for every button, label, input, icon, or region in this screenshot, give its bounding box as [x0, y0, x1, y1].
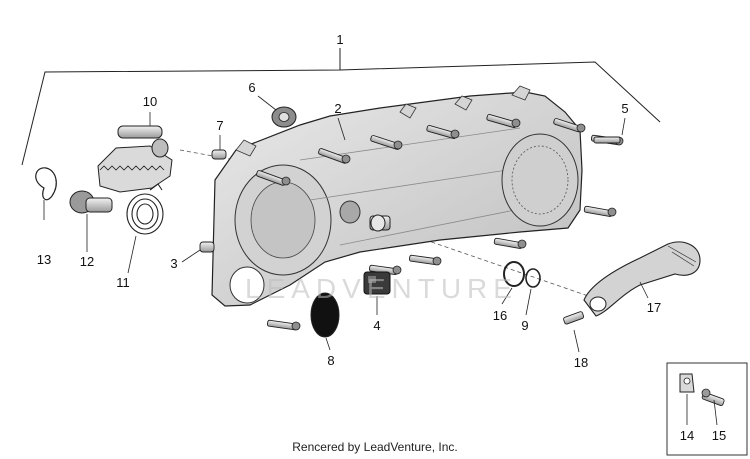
starter-pinion [69, 190, 113, 214]
callout-14: 14 [680, 428, 694, 443]
snap-ring [525, 268, 541, 288]
callout-6: 6 [248, 80, 255, 95]
callout-3: 3 [170, 256, 177, 271]
oil-seal [271, 106, 297, 128]
kickstart-lever [583, 241, 701, 317]
kickstart-gear [97, 125, 173, 193]
callout-1: 1 [336, 32, 343, 47]
inset-box [666, 362, 748, 456]
assembly-bracket [21, 48, 661, 166]
dowel-pin-lower [199, 241, 215, 253]
callout-15: 15 [712, 428, 726, 443]
screw [701, 388, 725, 406]
transmission-cover [211, 85, 583, 307]
kickstart-spring [126, 183, 164, 235]
callout-16: 16 [493, 308, 507, 323]
pinch-bolt [563, 311, 585, 325]
rubber-block [363, 271, 391, 295]
callout-2: 2 [334, 101, 341, 116]
callout-18: 18 [574, 355, 588, 370]
cover-bolt [593, 136, 621, 144]
callout-4: 4 [373, 318, 380, 333]
washer [503, 261, 525, 287]
callout-17: 17 [647, 300, 661, 315]
footer-credit: Rencered by LeadVenture, Inc. [292, 440, 457, 454]
callout-labels: 1 2 3 4 5 6 7 8 9 10 11 12 13 14 15 16 1… [37, 32, 726, 443]
watermark: LEADVENTURE [245, 273, 518, 304]
dowel-pin [211, 149, 227, 160]
callout-11: 11 [116, 275, 130, 290]
callout-7: 7 [216, 118, 223, 133]
callout-5: 5 [621, 101, 628, 116]
leader-lines [43, 95, 718, 426]
callout-12: 12 [80, 254, 94, 269]
circlip [35, 167, 57, 201]
callout-9: 9 [521, 318, 528, 333]
callout-13: 13 [37, 252, 51, 267]
callout-10: 10 [143, 94, 157, 109]
callout-8: 8 [327, 353, 334, 368]
bushing [369, 214, 391, 232]
rubber-cap [310, 292, 340, 338]
